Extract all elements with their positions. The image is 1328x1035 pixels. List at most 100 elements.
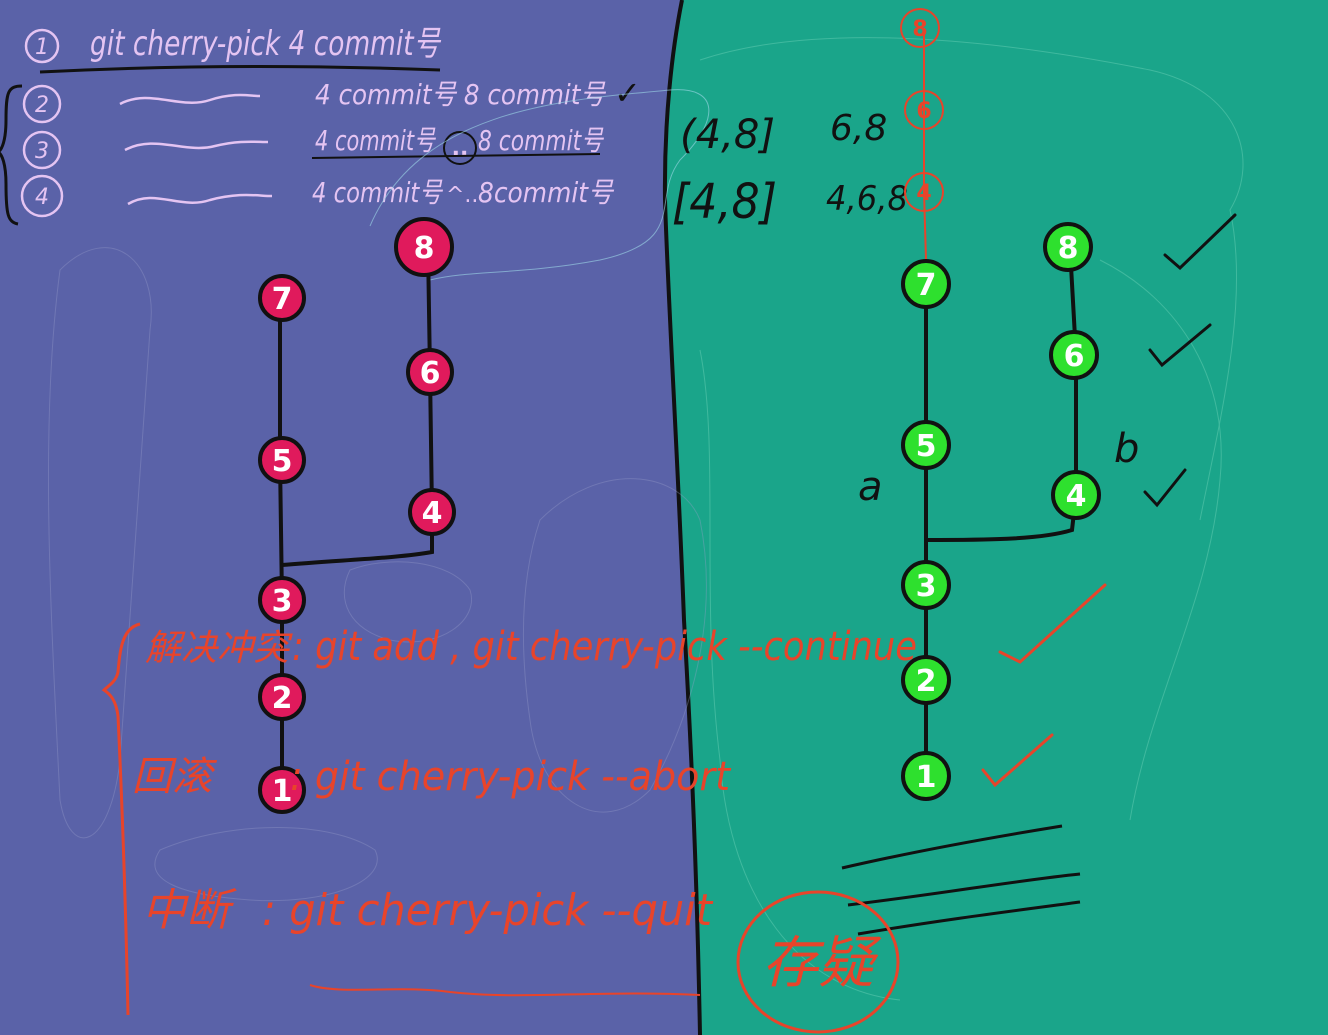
- right-commit-node-label: 2: [916, 664, 937, 699]
- step3-squiggle: [124, 140, 269, 152]
- picked-commit-node-circle: [904, 90, 944, 130]
- left-commit-node-label: 6: [420, 356, 441, 391]
- right-commit-node-circle: [901, 259, 951, 309]
- step3-text-a: 4 commit号: [315, 124, 436, 157]
- check-icon: [1148, 323, 1212, 368]
- left-commit-node: 3: [258, 576, 306, 624]
- range-2: [4,8]: [672, 174, 777, 230]
- group-bracket: [0, 84, 23, 226]
- range-1: (4,8]: [680, 112, 775, 158]
- right-commit-node-circle: [901, 560, 951, 610]
- left-commit-node-label: 5: [272, 444, 293, 479]
- stamp: 存疑: [736, 890, 900, 1034]
- step1-number: 1: [35, 35, 49, 60]
- right-commit-node-label: 5: [916, 429, 937, 464]
- range-1-picks: 6,8: [830, 108, 887, 149]
- step3-underline: [311, 153, 601, 159]
- right-commit-node-circle: [1049, 330, 1099, 380]
- right-commit-node: 3: [901, 560, 951, 610]
- range-notes: (4,8] 6,8 [4,8] 4,6,8: [672, 108, 908, 230]
- right-commit-node-circle: [901, 420, 951, 470]
- right-commit-node-circle: [1043, 222, 1093, 272]
- picked-commit-node-label: 4: [916, 181, 931, 206]
- left-commit-node-circle: [258, 576, 306, 624]
- step3-text-b: 8 commit号: [478, 124, 605, 157]
- check-icon: [998, 583, 1107, 664]
- interrupt-command: : git cherry-pick --quit: [262, 885, 714, 936]
- right-commit-node: 2: [901, 655, 951, 705]
- right-commit-node-label: 8: [1058, 231, 1079, 266]
- picked-commit-node-circle: [904, 172, 944, 212]
- left-commit-node-circle: [258, 766, 306, 814]
- picked-commit-node-label: 8: [912, 17, 927, 42]
- right-commit-node: 6: [1049, 330, 1099, 380]
- step3-sep-circle: [443, 131, 477, 165]
- rollback-label: 回滚: [132, 754, 218, 800]
- right-commit-node-label: 3: [916, 569, 937, 604]
- left-commit-node-circle: [258, 673, 306, 721]
- check-icon: [981, 733, 1054, 788]
- left-commit-node-circle: [258, 436, 306, 484]
- resolve-command: : git add , git cherry-pick --continue: [292, 624, 917, 670]
- left-commit-node-circle: [408, 488, 456, 536]
- step2-text: 4 commit号 8 commit号: [315, 78, 607, 111]
- left-panel-bg: [0, 0, 690, 1035]
- right-panel-bg: [664, 0, 1328, 1035]
- right-commit-node-label: 7: [916, 268, 937, 303]
- right-commit-node: 8: [1043, 222, 1093, 272]
- right-commit-node-label: 4: [1066, 479, 1087, 514]
- left-commit-node-label: 1: [272, 774, 293, 809]
- range-2-picks: 4,6,8: [826, 179, 908, 219]
- panel-divider: [662, 0, 702, 1035]
- check-icon: [1163, 213, 1237, 271]
- check-icon: [1143, 468, 1187, 508]
- step1-text: git cherry-pick 4 commit号: [90, 24, 442, 64]
- interrupt-label: 中断: [142, 885, 237, 936]
- command-bracket: [101, 622, 141, 1016]
- right-commit-node-circle: [1051, 470, 1101, 520]
- right-commit-node-label: 1: [916, 760, 937, 795]
- picked-commit-nodes: 4 6 8: [900, 8, 944, 212]
- picked-commit-node: 8: [900, 8, 940, 48]
- right-commit-node-circle: [901, 751, 951, 801]
- branch-label-b: b: [1114, 426, 1139, 472]
- left-commit-node: 6: [406, 348, 454, 396]
- right-commit-node-circle: [901, 655, 951, 705]
- rollback-command: : git cherry-pick --abort: [290, 754, 731, 800]
- right-commit-node: 7: [901, 259, 951, 309]
- right-commit-node: 1: [901, 751, 951, 801]
- stamp-text: 存疑: [762, 931, 882, 996]
- left-commit-node: 2: [258, 673, 306, 721]
- step4-number: 4: [35, 185, 49, 210]
- picked-commit-node-circle: [900, 8, 940, 48]
- resolve-label: 解决冲突: [145, 628, 293, 669]
- selection-lasso: [369, 89, 710, 281]
- check-marks: [981, 213, 1237, 788]
- step2-number: 2: [35, 93, 49, 118]
- right-commit-node-label: 6: [1064, 339, 1085, 374]
- branch-label-a: a: [858, 464, 883, 510]
- left-commit-node: 1: [258, 766, 306, 814]
- step4-sep: ^..: [446, 183, 478, 208]
- interrupt-underline: [309, 984, 701, 997]
- left-commit-node-label: 7: [272, 282, 293, 317]
- eraser-smudges-right: [699, 37, 1244, 1001]
- picked-commit-node-label: 6: [916, 99, 931, 124]
- left-commit-node-circle: [258, 274, 306, 322]
- top-notes: 1 git cherry-pick 4 commit号 2 4 commit号 …: [0, 24, 710, 281]
- step3-circle: [22, 130, 62, 170]
- step1-circle: [24, 28, 60, 64]
- step4-text-b: 8commit号: [478, 176, 615, 209]
- step3-number: 3: [35, 139, 49, 164]
- left-commit-node: 8: [394, 217, 454, 277]
- left-commit-node-circle: [406, 348, 454, 396]
- left-commit-node-circle: [394, 217, 454, 277]
- step4-circle: [20, 174, 64, 218]
- step1-underline: [39, 65, 441, 74]
- step4-text-a: 4 commit号: [312, 176, 444, 209]
- left-commit-node-label: 3: [272, 584, 293, 619]
- left-commit-node-label: 2: [272, 681, 293, 716]
- right-graph-nodes: 1 2 3 5 7 4 6 8: [901, 222, 1101, 801]
- step3-sep: ..: [452, 136, 469, 161]
